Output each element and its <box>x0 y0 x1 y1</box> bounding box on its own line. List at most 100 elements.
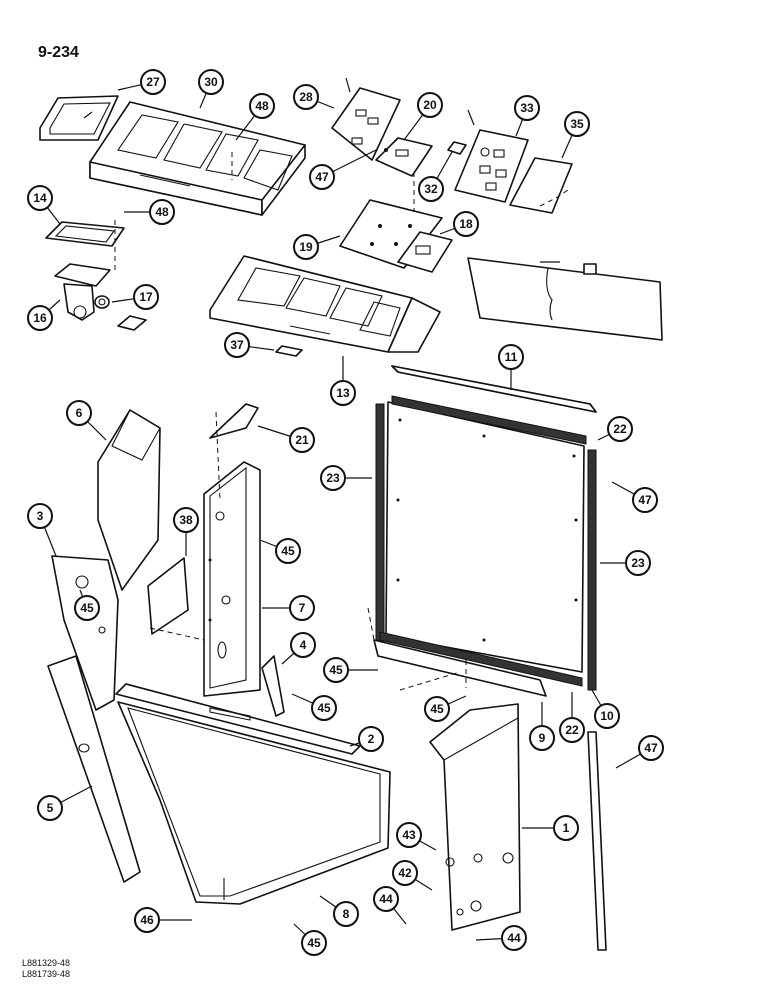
part-4-small-bracket <box>261 655 285 717</box>
callout-label-17: 17 <box>139 290 153 304</box>
part-23-left-gasket <box>375 403 385 645</box>
callout-label-33: 33 <box>520 101 534 115</box>
callout-circle-37 <box>224 332 250 358</box>
callout-circle-10 <box>594 703 620 729</box>
callout-label-30: 30 <box>204 75 218 89</box>
part-23-right-gasket <box>587 449 597 691</box>
callout-label-45e: 45 <box>430 702 444 716</box>
footer-code-2: L881739-48 <box>22 969 71 979</box>
callout-label-45f: 45 <box>307 936 321 950</box>
callout-circle-11 <box>498 344 524 370</box>
callout-circle-16 <box>27 305 53 331</box>
callout-label-6: 6 <box>76 406 83 420</box>
callout-label-38: 38 <box>179 513 193 527</box>
callout-circle-23b <box>625 550 651 576</box>
callout-circle-28 <box>293 84 319 110</box>
callout-circle-42 <box>392 860 418 886</box>
callout-label-48b: 48 <box>155 205 169 219</box>
callout-label-1: 1 <box>563 821 570 835</box>
callout-circle-45c <box>323 657 349 683</box>
callout-circle-47c <box>638 735 664 761</box>
callout-label-48a: 48 <box>255 99 269 113</box>
callout-label-19: 19 <box>299 240 313 254</box>
callout-circle-32 <box>418 176 444 202</box>
part-17-bushing <box>94 295 110 309</box>
callout-circle-27 <box>140 69 166 95</box>
callout-circle-45a <box>74 595 100 621</box>
callout-label-37: 37 <box>230 338 244 352</box>
callout-circle-18 <box>453 211 479 237</box>
part-13-lower-console-frame <box>209 255 441 353</box>
part-38-plate <box>147 557 189 635</box>
callout-label-47a: 47 <box>315 170 329 184</box>
callout-label-45d: 45 <box>317 701 331 715</box>
part-back-panel <box>467 257 663 341</box>
part-37-clip <box>275 345 303 357</box>
part-6-side-bracket <box>97 409 161 591</box>
part-16-bracket <box>54 263 111 321</box>
callout-circle-44a <box>373 886 399 912</box>
callout-circle-20 <box>417 92 443 118</box>
callout-label-45a: 45 <box>80 601 94 615</box>
callout-circle-19 <box>293 234 319 260</box>
callout-circle-21 <box>289 427 315 453</box>
callout-circle-45b <box>275 538 301 564</box>
callout-circle-45e <box>424 696 450 722</box>
part-small-clip <box>117 315 147 331</box>
part-5-lower-strip <box>47 655 141 883</box>
callout-circle-3 <box>27 503 53 529</box>
callout-circle-2 <box>358 726 384 752</box>
callout-circle-47b <box>632 487 658 513</box>
footer-code-1: L881329-48 <box>22 958 71 968</box>
callout-label-7: 7 <box>299 601 306 615</box>
part-28-panel <box>331 77 401 161</box>
part-35-cover <box>509 157 573 214</box>
callout-circle-4 <box>290 632 316 658</box>
callout-label-22b: 22 <box>565 723 579 737</box>
callout-circle-6 <box>66 400 92 426</box>
callout-label-43: 43 <box>402 828 416 842</box>
callout-circle-48b <box>149 199 175 225</box>
callout-label-42: 42 <box>398 866 412 880</box>
callout-circle-46 <box>134 907 160 933</box>
callout-circle-14 <box>27 185 53 211</box>
part-27-cover <box>39 95 119 141</box>
callout-circle-9 <box>529 725 555 751</box>
callout-label-16: 16 <box>33 311 47 325</box>
callout-circle-8 <box>333 901 359 927</box>
callout-label-14: 14 <box>33 191 47 205</box>
part-9-bottom-rail <box>373 631 583 697</box>
alignment-lines <box>114 152 467 691</box>
part-1-right-upright <box>429 703 521 931</box>
callout-circle-7 <box>289 595 315 621</box>
part-8-lower-panel <box>117 701 391 905</box>
callout-circle-13 <box>330 380 356 406</box>
callout-label-21: 21 <box>295 433 309 447</box>
callout-circle-5 <box>37 795 63 821</box>
callout-label-3: 3 <box>37 509 44 523</box>
part-11-top-strip <box>391 365 597 413</box>
callout-label-22a: 22 <box>613 422 627 436</box>
callout-circle-30 <box>198 69 224 95</box>
callout-circle-45f <box>301 930 327 956</box>
callout-label-23b: 23 <box>631 556 645 570</box>
part-3-side-frame <box>51 555 119 711</box>
callout-label-35: 35 <box>570 117 584 131</box>
callout-label-45b: 45 <box>281 544 295 558</box>
callout-circle-43 <box>396 822 422 848</box>
part-20-switch-plate <box>375 137 433 177</box>
callout-label-28: 28 <box>299 90 313 104</box>
callout-circle-1 <box>553 815 579 841</box>
callout-circle-33 <box>514 95 540 121</box>
callout-label-10: 10 <box>600 709 614 723</box>
callout-circle-17 <box>133 284 159 310</box>
callout-label-13: 13 <box>336 386 350 400</box>
part-30-upper-console-frame <box>89 101 306 216</box>
callout-label-46: 46 <box>140 913 154 927</box>
callout-label-47b: 47 <box>638 493 652 507</box>
part-right-vertical-strip <box>587 731 607 951</box>
callout-circle-23a <box>320 465 346 491</box>
callout-circle-22a <box>607 416 633 442</box>
callout-label-2: 2 <box>368 732 375 746</box>
